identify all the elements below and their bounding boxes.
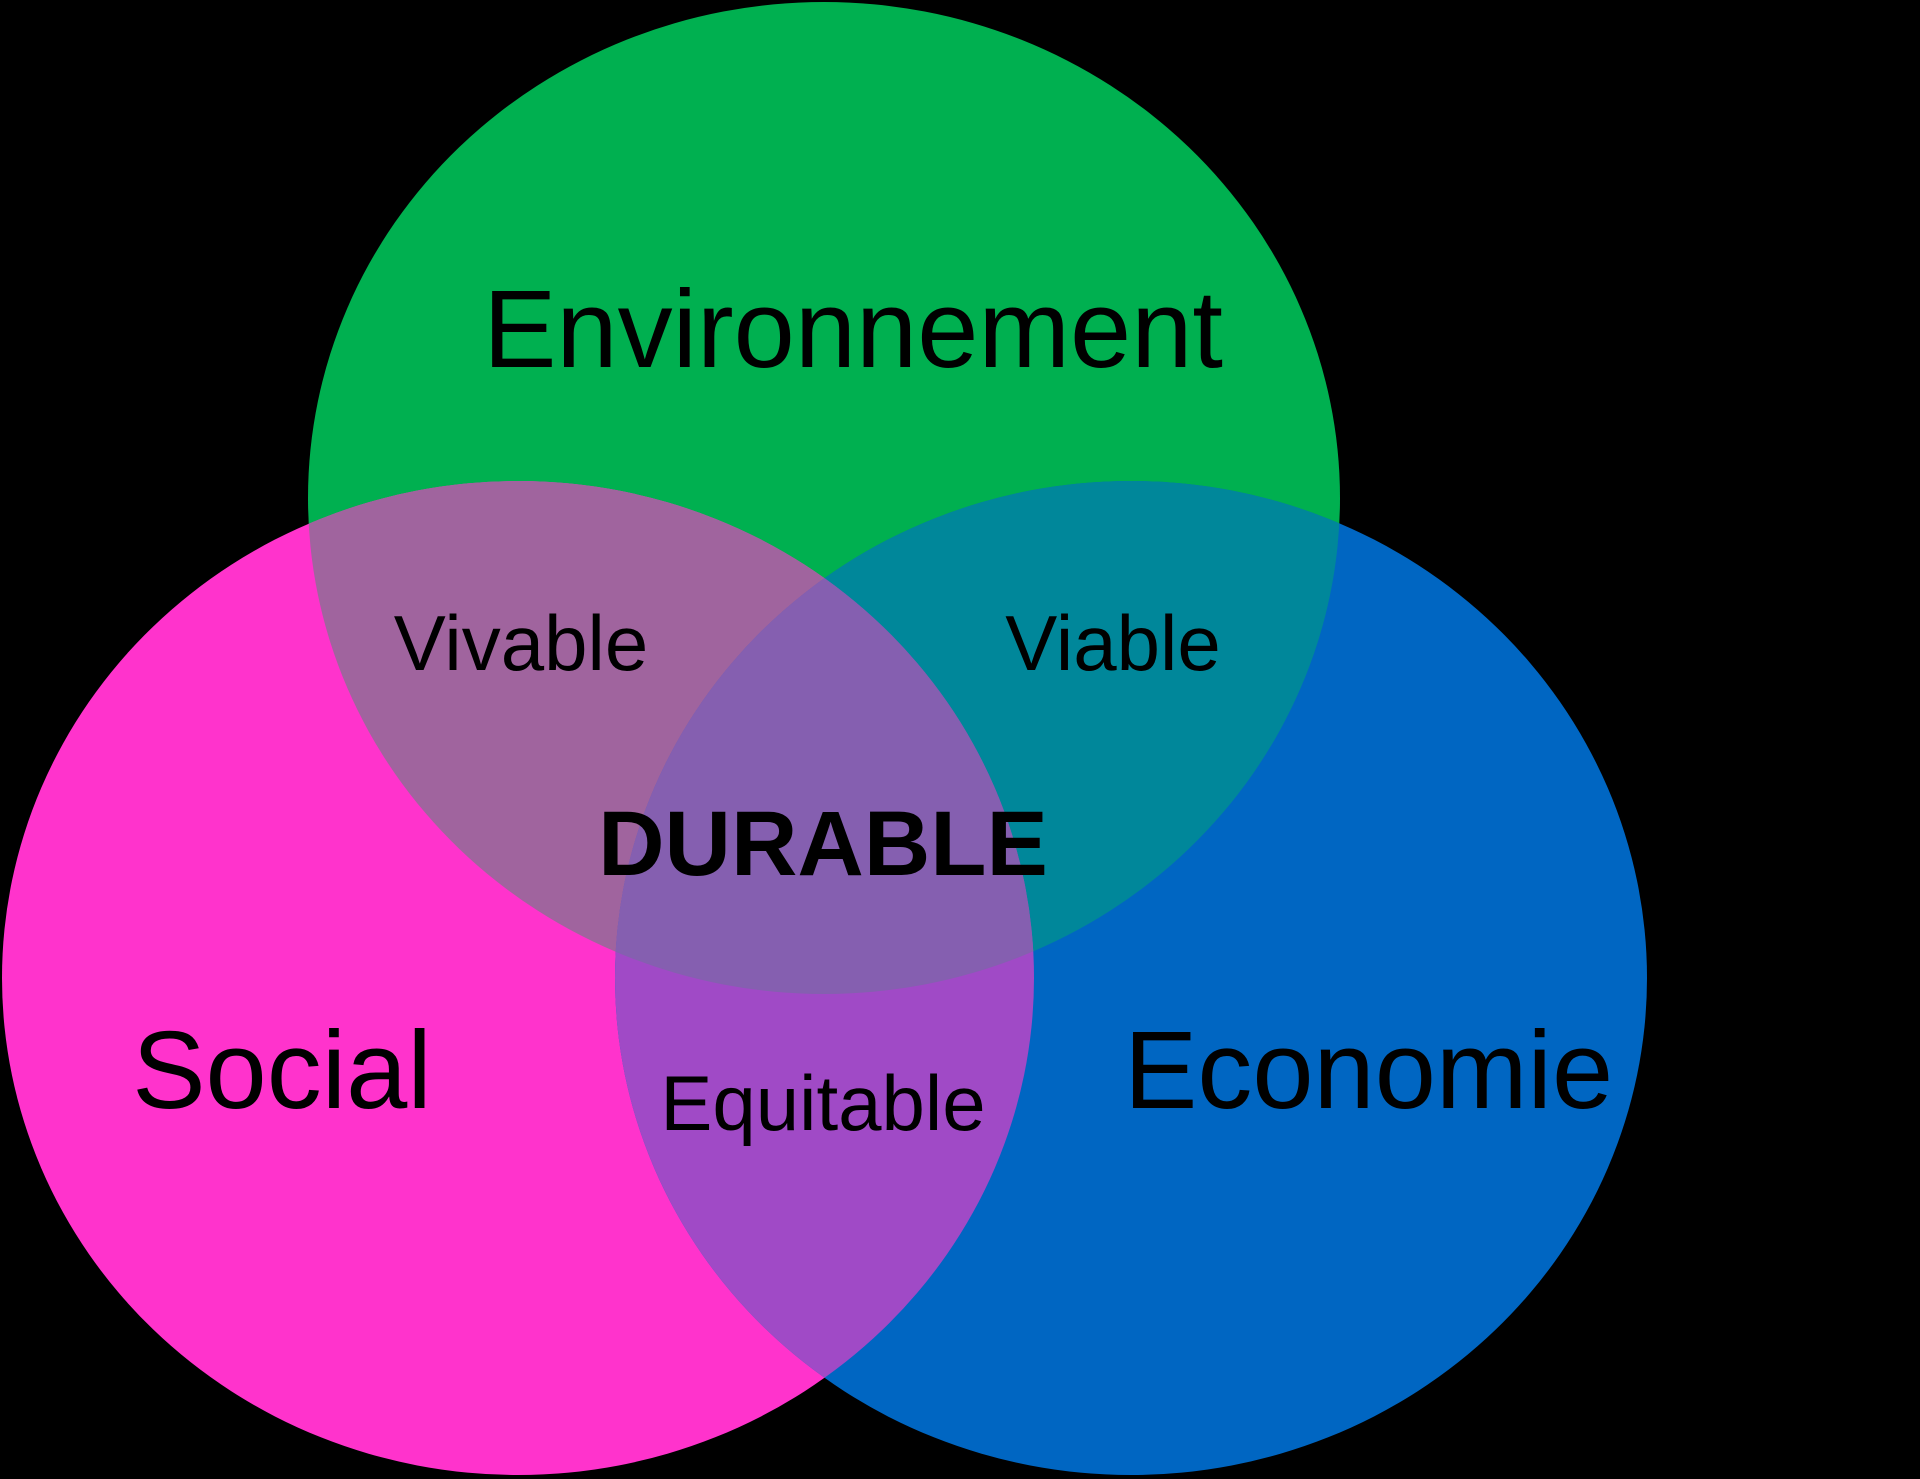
economy-label: Economie xyxy=(1124,1009,1613,1132)
environment-label: Environnement xyxy=(483,268,1223,391)
social-label: Social xyxy=(132,1009,432,1132)
vivable-label: Vivable xyxy=(394,599,648,687)
viable-label: Viable xyxy=(1005,599,1220,687)
equitable-label: Equitable xyxy=(660,1059,985,1147)
durable-label: DURABLE xyxy=(598,793,1048,895)
center-overlap xyxy=(615,481,1034,994)
